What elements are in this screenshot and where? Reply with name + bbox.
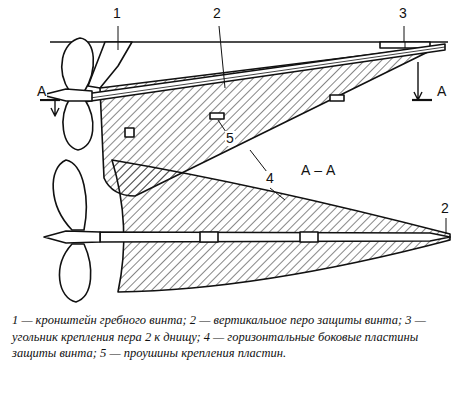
propeller-hub <box>44 231 100 243</box>
callout-number: 2 <box>440 201 450 216</box>
section-mark: А <box>436 84 447 99</box>
figure-caption: 1 — кронштейн гребного винта; 2 — вертик… <box>12 312 464 362</box>
propeller-blade <box>62 38 94 92</box>
section-fin <box>100 232 450 242</box>
propeller-blade <box>63 98 93 150</box>
vertical-fin <box>78 44 445 102</box>
propeller-guard-drawing <box>0 0 474 310</box>
callout-number: 5 <box>225 131 235 146</box>
lug <box>125 128 134 137</box>
propeller-bracket <box>88 42 132 88</box>
callout-number: 1 <box>112 6 122 21</box>
propeller-blade <box>53 160 86 230</box>
section-title: А – А <box>300 163 336 178</box>
lug <box>210 113 224 119</box>
callout-number: 3 <box>398 6 408 21</box>
propeller-blade <box>60 244 91 302</box>
lug <box>330 95 344 101</box>
callout-number: 2 <box>212 6 222 21</box>
section-mark: А <box>36 84 47 99</box>
callout-number: 4 <box>265 171 275 186</box>
section-plates <box>112 160 450 292</box>
